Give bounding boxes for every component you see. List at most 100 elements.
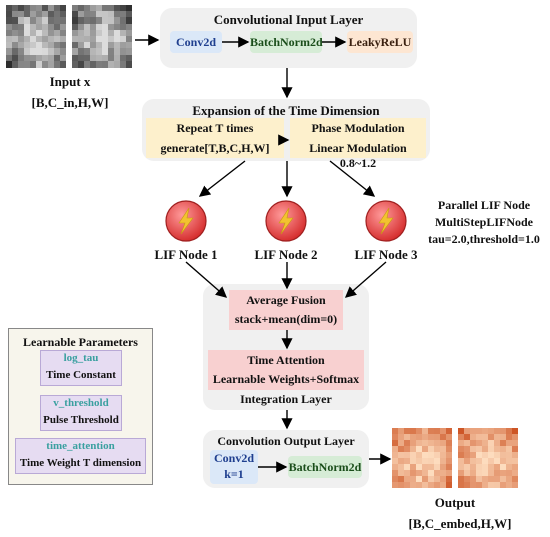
pixel-cell: [512, 428, 518, 434]
pixel-cell: [446, 476, 452, 482]
pixel-cell: [54, 48, 60, 56]
pixel-cell: [96, 36, 102, 43]
pixel-cell: [54, 17, 60, 25]
pixel-cell: [84, 54, 90, 62]
pixel-cell: [72, 60, 78, 68]
pixel-cell: [470, 470, 476, 476]
pixel-cell: [114, 36, 120, 43]
param-log-tau-name: log_tau: [63, 352, 99, 364]
pixel-cell: [506, 446, 512, 452]
pixel-cell: [6, 23, 12, 31]
pixel-cell: [392, 464, 398, 470]
pixel-cell: [24, 42, 30, 50]
pixel-cell: [464, 482, 470, 488]
pixel-cell: [512, 434, 518, 440]
integration-title: Integration Layer: [240, 392, 332, 406]
pixel-cell: [506, 476, 512, 482]
pixel-cell: [494, 434, 500, 440]
pixel-cell: [42, 23, 48, 31]
pixel-cell: [470, 476, 476, 482]
pixel-cell: [464, 446, 470, 452]
pixel-cell: [24, 23, 30, 31]
pixel-cell: [428, 434, 434, 440]
pixel-cell: [512, 482, 518, 488]
pixel-cell: [18, 11, 24, 19]
pixel-cell: [440, 428, 446, 434]
pixel-cell: [90, 54, 96, 62]
pixel-cell: [404, 440, 410, 446]
lif-node-3-icon: [364, 199, 408, 243]
pixel-cell: [60, 42, 66, 50]
pixel-cell: [398, 434, 404, 440]
pixel-cell: [126, 42, 132, 50]
pixel-cell: [36, 29, 42, 37]
conv-output-title: Convolution Output Layer: [217, 434, 355, 448]
pixel-cell: [422, 464, 428, 470]
pixel-cell: [126, 54, 132, 62]
fusion-title: Average Fusion: [246, 293, 326, 307]
pixel-cell: [392, 440, 398, 446]
pixel-cell: [440, 434, 446, 440]
fusion-box: [229, 290, 343, 330]
pixel-cell: [18, 5, 24, 12]
pixel-cell: [102, 54, 108, 62]
pixel-cell: [470, 482, 476, 488]
pixel-cell: [60, 60, 66, 68]
pixel-cell: [476, 440, 482, 446]
pixel-cell: [488, 428, 494, 434]
pixel-cell: [428, 464, 434, 470]
pixel-cell: [48, 54, 54, 62]
pixel-cell: [30, 42, 36, 50]
repeat-box: [146, 118, 284, 158]
output-image-1: [392, 428, 452, 488]
pixel-cell: [108, 36, 114, 43]
pixel-cell: [404, 464, 410, 470]
pixel-cell: [482, 446, 488, 452]
pixel-cell: [72, 17, 78, 25]
pixel-cell: [494, 470, 500, 476]
param-attention-name: time_attention: [46, 440, 115, 452]
pixel-cell: [18, 23, 24, 31]
pixel-cell: [488, 452, 494, 458]
output-label: Output: [434, 495, 476, 510]
attention-box: [208, 350, 364, 390]
pixel-cell: [78, 42, 84, 50]
pixel-cell: [500, 440, 506, 446]
pixel-cell: [410, 482, 416, 488]
input-image-1: [6, 5, 66, 68]
pixel-cell: [446, 458, 452, 464]
pixel-cell: [90, 17, 96, 25]
pixel-cell: [78, 60, 84, 68]
conv-output-conv: Conv2d: [213, 451, 254, 465]
pixel-cell: [30, 54, 36, 62]
pixel-cell: [422, 440, 428, 446]
pixel-cell: [120, 54, 126, 62]
pixel-cell: [398, 452, 404, 458]
pixel-cell: [422, 434, 428, 440]
pixel-cell: [464, 464, 470, 470]
pixel-cell: [488, 464, 494, 470]
pixel-cell: [120, 42, 126, 50]
pixel-cell: [440, 470, 446, 476]
pixel-cell: [78, 5, 84, 12]
fusion-detail: stack+mean(dim=0): [234, 312, 338, 326]
pixel-cell: [102, 17, 108, 25]
pixel-cell: [6, 5, 12, 12]
pixel-cell: [114, 11, 120, 19]
pixel-cell: [90, 29, 96, 37]
pixel-cell: [482, 464, 488, 470]
pixel-cell: [96, 29, 102, 37]
pixel-cell: [114, 60, 120, 68]
conv-output-bn: BatchNorm2d: [288, 456, 362, 478]
pixel-cell: [500, 470, 506, 476]
pixel-cell: [434, 464, 440, 470]
pixel-cell: [482, 476, 488, 482]
pixel-cell: [96, 48, 102, 56]
pixel-cell: [470, 458, 476, 464]
phase-title: Phase Modulation: [311, 121, 405, 135]
pixel-cell: [126, 36, 132, 43]
pixel-cell: [24, 36, 30, 43]
pixel-cell: [108, 29, 114, 37]
pixel-cell: [506, 464, 512, 470]
pixel-cell: [434, 446, 440, 452]
